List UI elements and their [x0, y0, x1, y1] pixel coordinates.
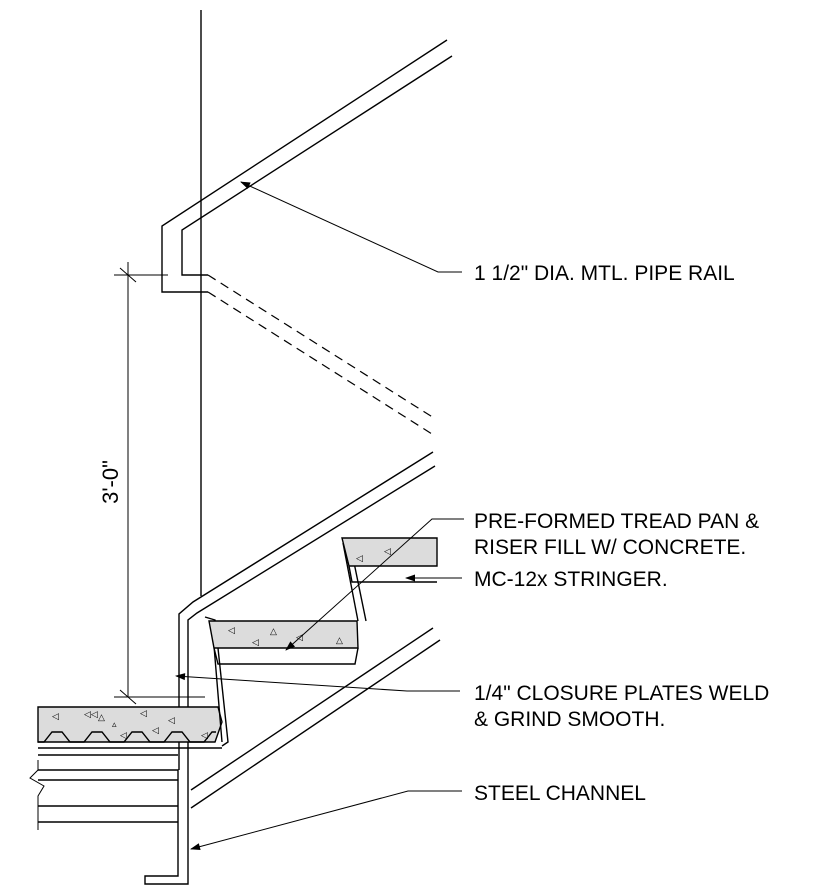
height-dimension-label: 3'-0" — [98, 460, 123, 504]
concrete-aggregate: ◁ ◁◁ △ ▵ ◁ ◁ ◁ ◁ ◁ ◁ △ ◁ ◁ △ ◁ ◁ — [52, 546, 391, 740]
label-pipe-rail: 1 1/2" DIA. MTL. PIPE RAIL — [474, 262, 735, 285]
svg-text:▵: ▵ — [112, 719, 117, 729]
svg-text:◁: ◁ — [252, 637, 259, 647]
svg-text:◁: ◁ — [140, 708, 147, 718]
tread-2 — [341, 537, 438, 583]
leader-closure-plates — [175, 673, 460, 692]
svg-text:◁: ◁ — [152, 725, 159, 735]
label-steel-channel: STEEL CHANNEL — [474, 782, 646, 805]
tread-1 — [208, 542, 367, 665]
svg-text:◁: ◁ — [228, 625, 235, 635]
svg-text:◁: ◁ — [201, 730, 208, 740]
svg-text:△: △ — [98, 712, 105, 722]
label-stringer: MC-12x STRINGER. — [474, 568, 668, 591]
svg-text:◁: ◁ — [52, 711, 59, 721]
svg-text:◁◁: ◁◁ — [84, 709, 98, 719]
svg-text:◁: ◁ — [356, 553, 363, 563]
label-closure-line1: 1/4" CLOSURE PLATES WELD — [474, 682, 769, 705]
stringer-top — [178, 451, 436, 770]
leader-tread-pan — [285, 518, 464, 651]
pipe-rail — [161, 39, 453, 293]
hidden-rail-dashed — [207, 274, 435, 435]
svg-text:◁: ◁ — [120, 730, 127, 740]
label-tread-pan-line1: PRE-FORMED TREAD PAN & — [474, 510, 759, 533]
svg-text:△: △ — [336, 635, 343, 645]
label-tread-pan-line2: RISER FILL W/ CONCRETE. — [474, 536, 746, 559]
steel-channel — [29, 760, 189, 885]
svg-text:◁: ◁ — [168, 715, 175, 725]
stringer-bottom — [190, 627, 441, 809]
leader-pipe-rail — [240, 181, 462, 273]
leader-steel-channel — [190, 790, 462, 851]
svg-text:◁: ◁ — [296, 632, 303, 642]
svg-text:◁: ◁ — [384, 546, 391, 556]
label-closure-line2: & GRIND SMOOTH. — [474, 708, 665, 731]
height-dimension — [114, 262, 205, 705]
landing-slab — [37, 706, 223, 756]
svg-text:△: △ — [270, 626, 277, 636]
